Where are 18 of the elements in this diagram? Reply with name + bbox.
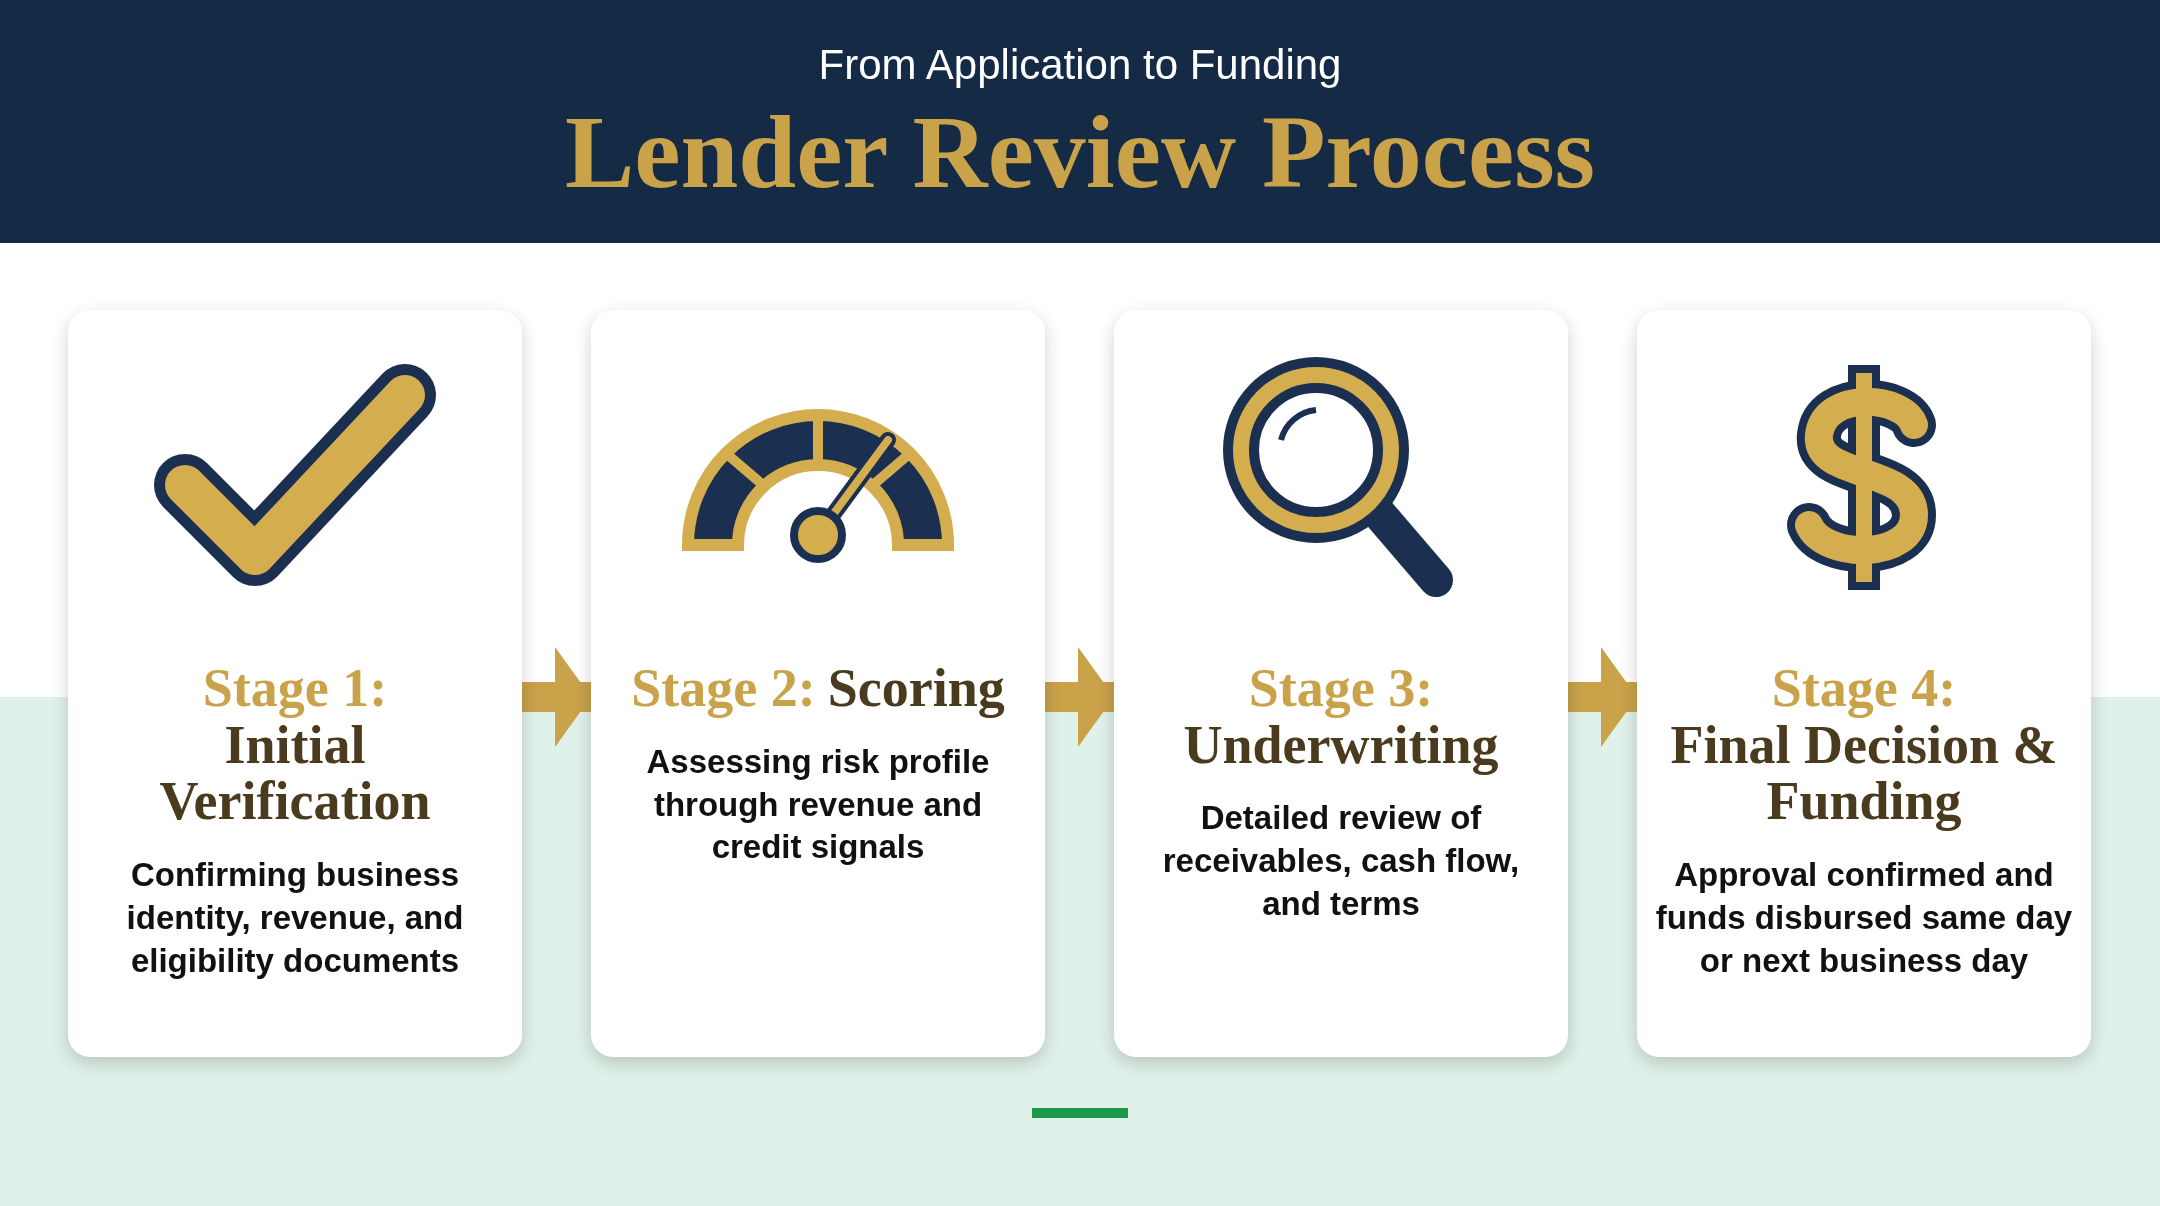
stage-card xyxy=(1637,310,2091,1057)
stage-description: Detailed review of receivables, cash flow, and terms xyxy=(1161,798,1521,925)
stage-description: Assessing risk profile through revenue and credit signals xyxy=(645,741,991,868)
subtitle: From Application to Funding xyxy=(818,40,1342,91)
arrow xyxy=(1568,647,1637,747)
stage-card xyxy=(591,310,1045,1057)
stage-card xyxy=(68,310,522,1057)
stage-description: Approval confirmed and funds disbursed same day or next business day xyxy=(1654,855,2074,981)
stage-number: Stage 4: xyxy=(1771,660,1957,717)
title: Lender Review Process xyxy=(564,99,1596,204)
stage-description: Confirming business identity, revenue, and eligibility documents xyxy=(125,855,465,981)
arrow xyxy=(522,647,591,747)
arrow xyxy=(1045,647,1114,747)
stage-number: Stage 2: xyxy=(631,660,816,717)
stage-number: Stage 1: xyxy=(202,660,388,717)
stage-heading: Scoring xyxy=(827,660,1005,717)
stage-number: Stage 3: xyxy=(1248,660,1434,717)
stage-card xyxy=(1114,310,1568,1057)
